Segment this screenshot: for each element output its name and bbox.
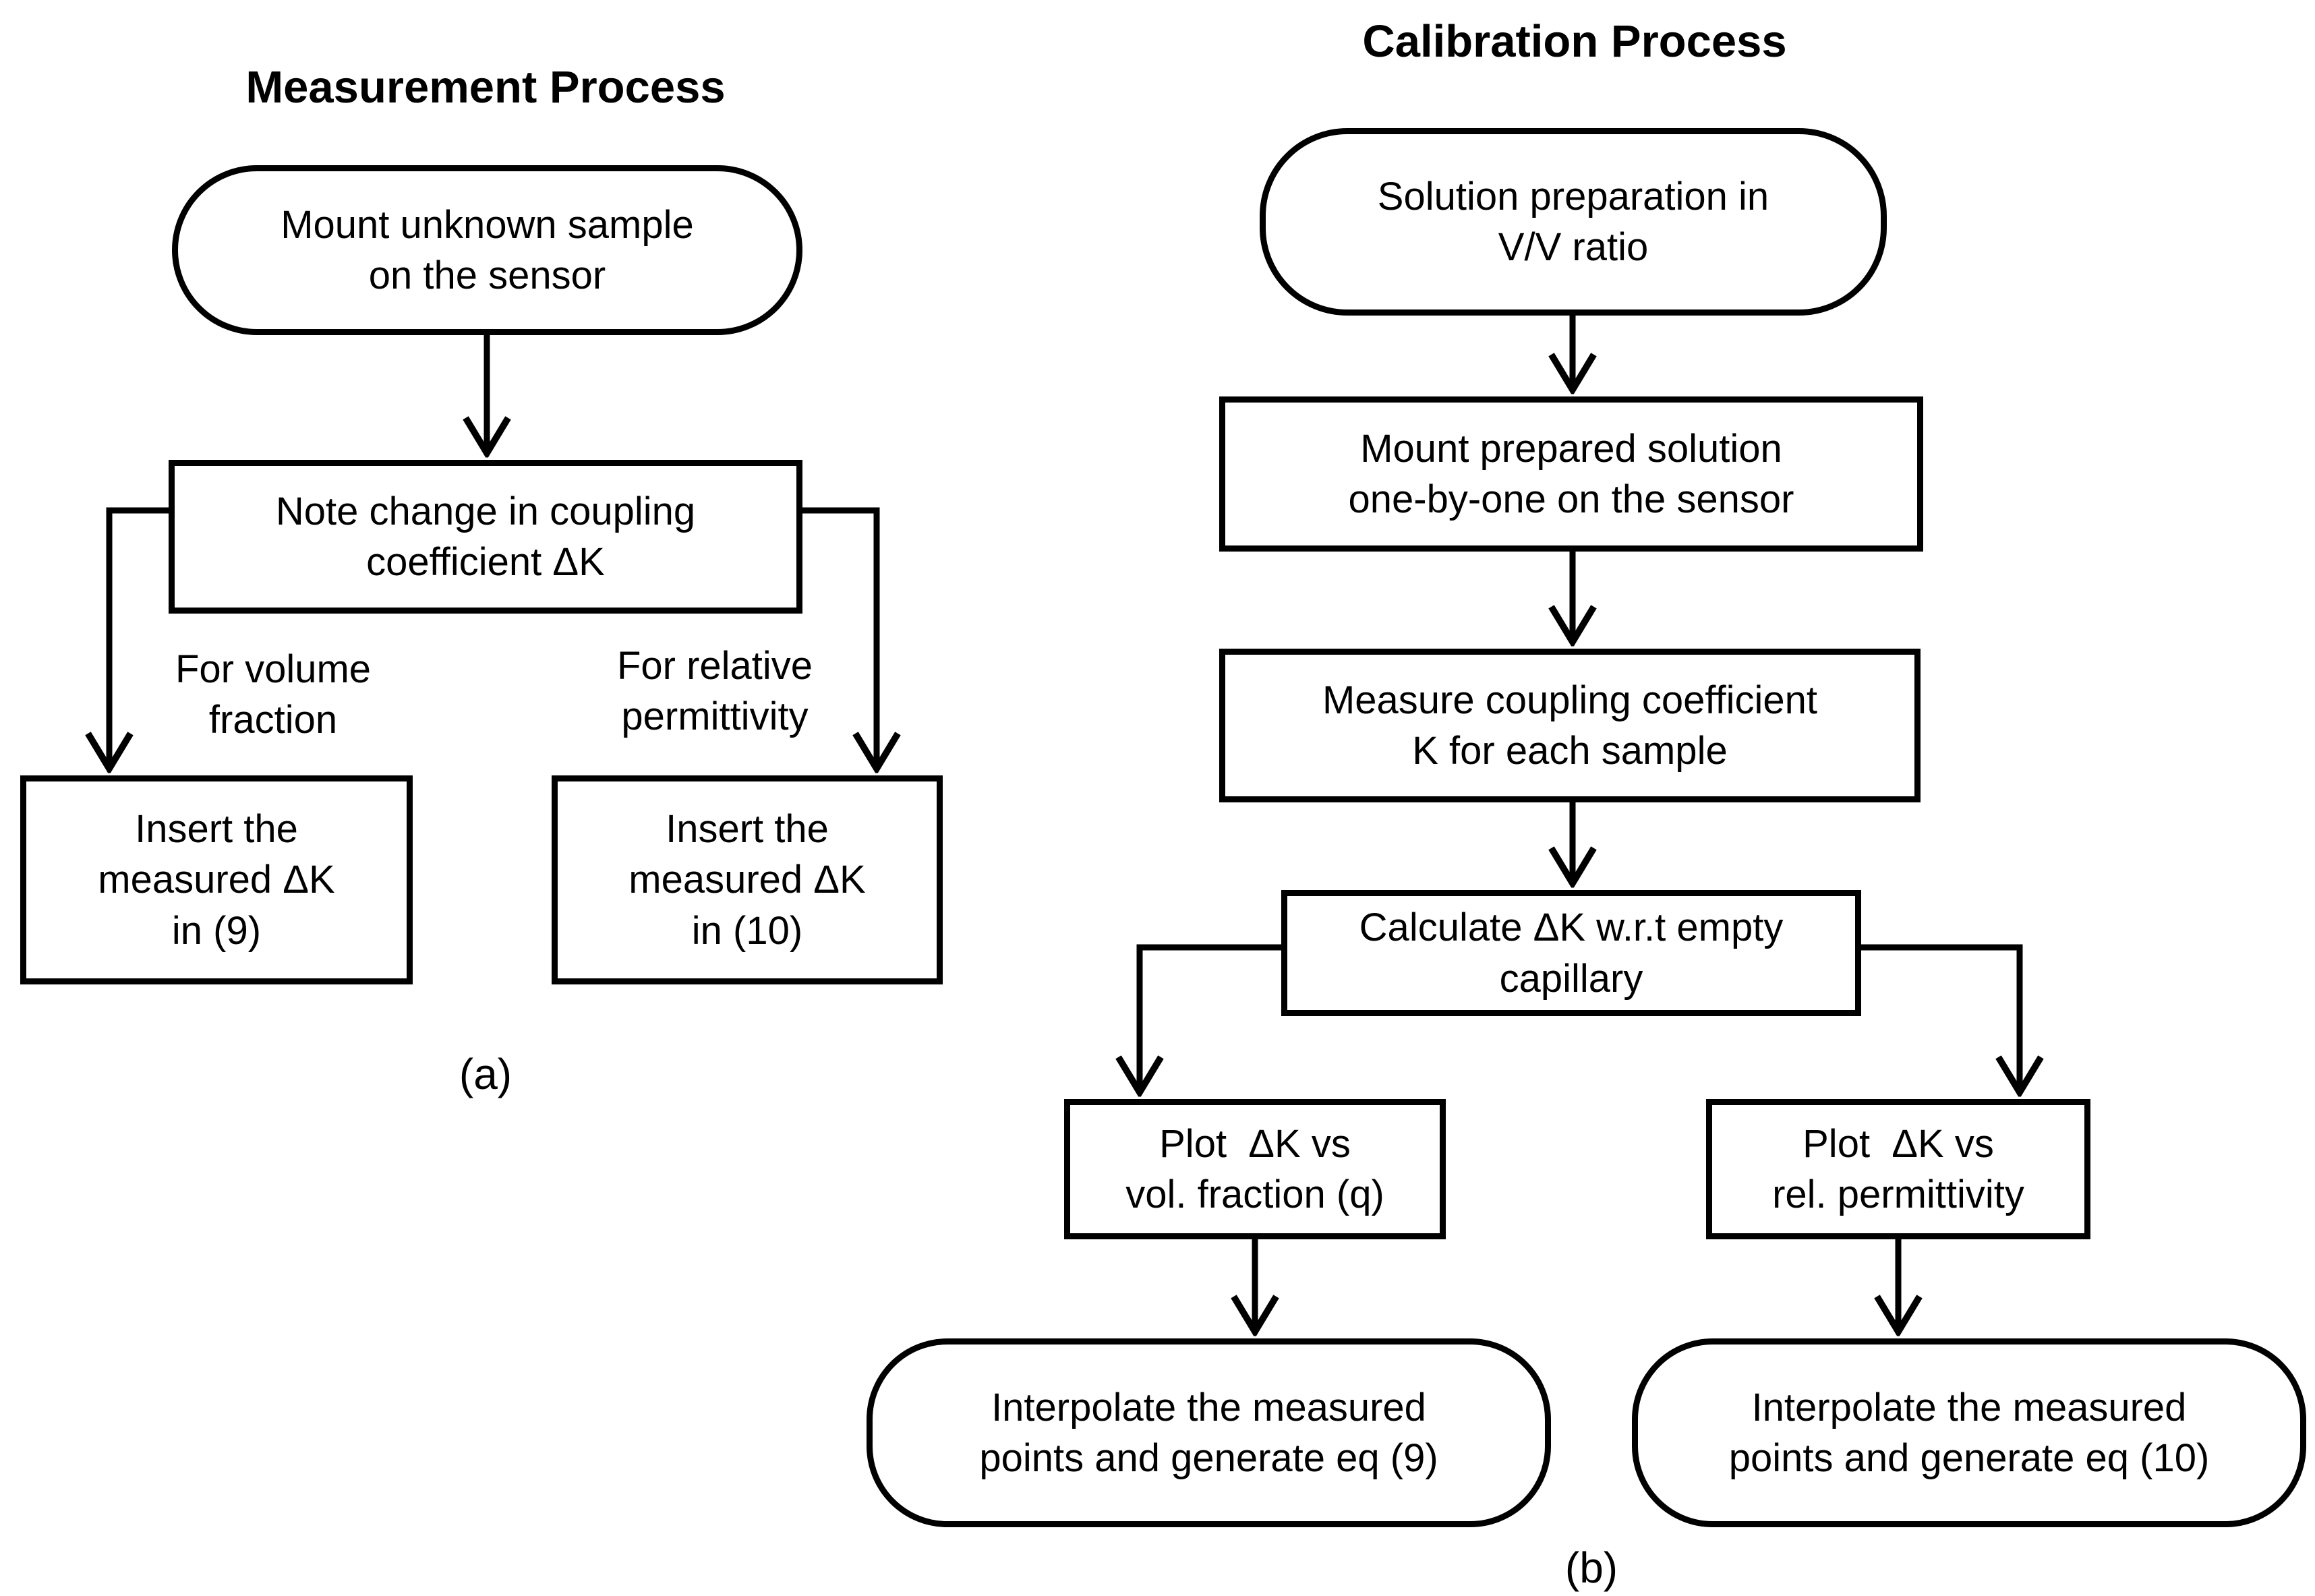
node-mount-prepared-solution: Mount prepared solution one-by-one on th… (1219, 396, 1923, 552)
branch-label-relative-permittivity: For relative permittivity (616, 643, 813, 738)
measurement-process-title: Measurement Process (245, 62, 726, 113)
node-mount-unknown-sample: Mount unknown sample on the sensor (172, 165, 802, 335)
branch-label-volume-fraction: For volume fraction (175, 647, 372, 742)
node-solution-preparation: Solution preparation in V/V ratio (1260, 128, 1887, 316)
node-interpolate-eq9: Interpolate the measured points and gene… (867, 1338, 1551, 1527)
node-insert-dk-eq9: Insert the measured ΔK in (9) (20, 775, 413, 984)
node-calculate-dk: Calculate ΔK w.r.t empty capillary (1281, 890, 1861, 1016)
node-insert-dk-eq10: Insert the measured ΔK in (10) (552, 775, 943, 984)
node-measure-coupling-coefficient: Measure coupling coefficient K for each … (1219, 649, 1921, 802)
caption-b: (b) (1564, 1543, 1618, 1592)
caption-a: (a) (459, 1049, 512, 1098)
calibration-process-title: Calibration Process (1362, 16, 1787, 67)
node-interpolate-eq10: Interpolate the measured points and gene… (1632, 1338, 2306, 1527)
node-note-change-coupling: Note change in coupling coefficient ΔK (169, 460, 802, 614)
node-plot-dk-vol-fraction: Plot ΔK vs vol. fraction (q) (1064, 1099, 1446, 1239)
node-plot-dk-rel-permittivity: Plot ΔK vs rel. permittivity (1706, 1099, 2090, 1239)
